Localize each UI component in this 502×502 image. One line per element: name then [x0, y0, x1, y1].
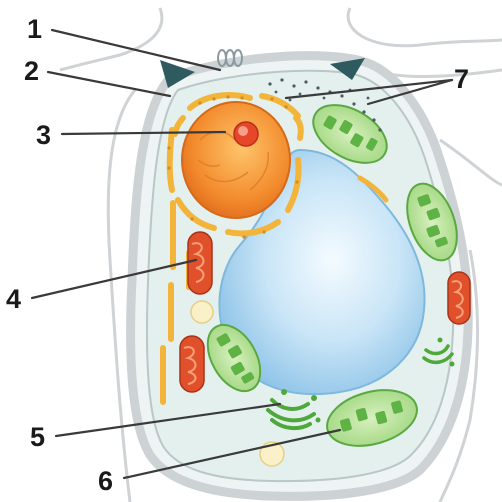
leader-line-2 [48, 72, 170, 96]
mitochondrion-3 [448, 272, 470, 324]
label-2: 2 [24, 56, 39, 86]
label-6: 6 [98, 466, 113, 496]
label-1: 1 [27, 14, 42, 44]
label-5: 5 [30, 422, 45, 452]
label-7: 7 [454, 64, 469, 94]
nucleolus-highlight [238, 126, 248, 136]
vesicle-1 [191, 301, 213, 323]
mitochondrion-1 [188, 232, 212, 294]
mitochondrion-2 [180, 336, 204, 392]
label-3: 3 [36, 120, 51, 150]
label-4: 4 [6, 284, 21, 314]
